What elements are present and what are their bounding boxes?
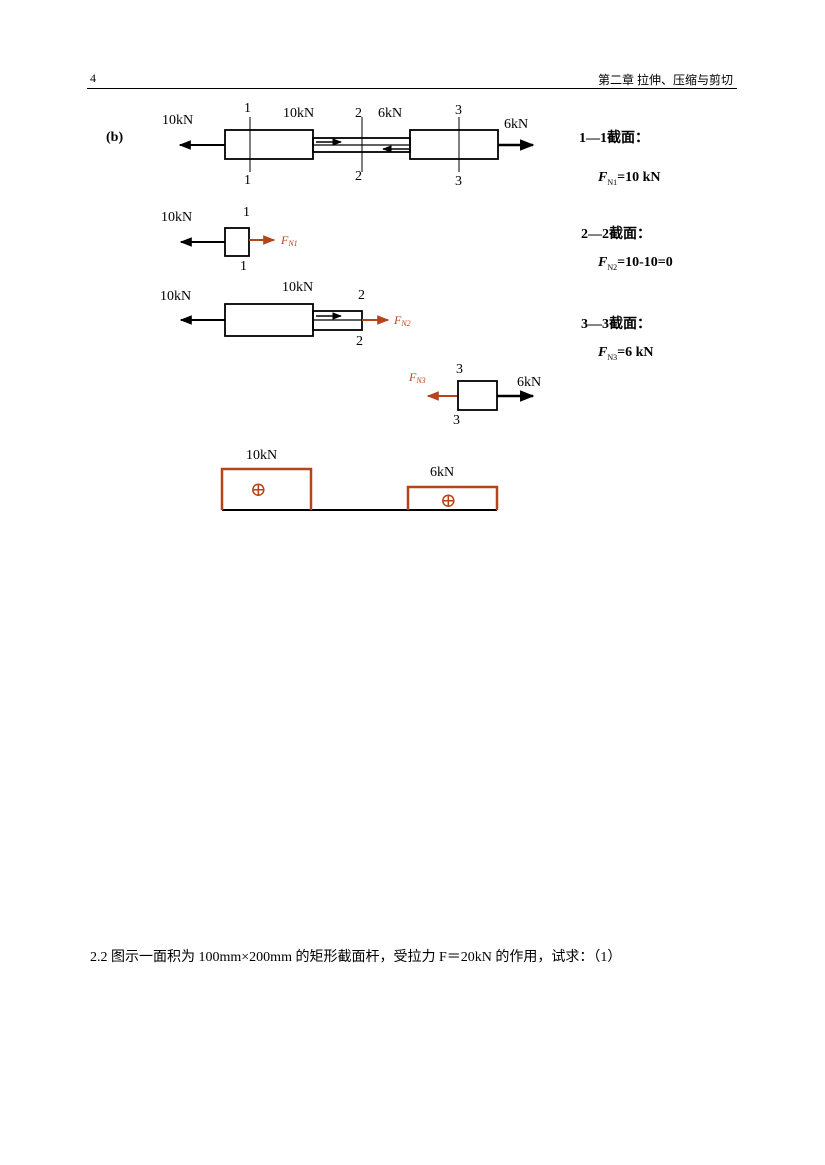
free-body-1	[179, 227, 276, 257]
section-1-bottom: 1	[244, 173, 251, 188]
part-label: (b)	[106, 130, 123, 145]
diagram-block-left	[220, 467, 313, 510]
fbd2-block-large	[224, 303, 314, 337]
axial-force-diagram	[220, 467, 499, 511]
label-6kN-inner: 6kN	[378, 106, 402, 121]
fbd1-section-bottom: 1	[240, 259, 247, 274]
question-text: 2.2 图示一面积为 100mm×200mm 的矩形截面杆，受拉力 F＝20kN…	[90, 950, 622, 965]
section-3-bottom: 3	[455, 174, 462, 189]
answer-2-title: 2—2截面：	[581, 227, 651, 242]
bar-segment-right	[409, 129, 499, 160]
fbd3-section-bottom: 3	[453, 413, 460, 428]
plus-sign-icon: ⊕	[250, 479, 267, 501]
answer-3-formula: FN3=6 kN	[598, 345, 654, 362]
page-number: 4	[90, 71, 96, 85]
bar-segment-left	[224, 129, 314, 160]
answer-1-title: 1—1截面：	[579, 131, 649, 146]
label-6kN-right: 6kN	[504, 117, 528, 132]
fbd3-block	[457, 380, 498, 411]
fbd2-section-bottom: 2	[356, 334, 363, 349]
fbd1-force-label: FN1	[280, 233, 298, 248]
fbd3-force-label: FN3	[408, 370, 426, 385]
fbd3-load-label: 6kN	[517, 375, 541, 390]
fbd2-load-left-label: 10kN	[160, 289, 191, 304]
plus-sign-icon: ⊕	[440, 490, 457, 512]
fbd3-section-top: 3	[456, 362, 463, 377]
fbd1-load-label: 10kN	[161, 210, 192, 225]
free-body-2	[179, 303, 390, 337]
free-body-3	[426, 380, 535, 411]
fbd2-section-top: 2	[358, 288, 365, 303]
label-10kN-inner: 10kN	[283, 106, 314, 121]
diagram-block-right	[406, 485, 499, 510]
section-2-top: 2	[355, 106, 362, 121]
diagram-label-10kN: 10kN	[246, 448, 277, 463]
label-10kN-left: 10kN	[162, 113, 193, 128]
answer-1-formula: FN1=10 kN	[598, 170, 661, 187]
chapter-title: 第二章 拉伸、压缩与剪切	[597, 73, 733, 87]
answer-3-title: 3—3截面：	[581, 317, 651, 332]
page-header: 4 第二章 拉伸、压缩与剪切	[87, 70, 737, 89]
answer-2-formula: FN2=10-10=0	[598, 255, 673, 272]
fbd2-force-label: FN2	[393, 313, 411, 328]
diagram-label-6kN: 6kN	[430, 465, 454, 480]
section-1-top: 1	[244, 101, 251, 116]
fbd1-section-top: 1	[243, 205, 250, 220]
section-2-bottom: 2	[355, 169, 362, 184]
main-bar	[178, 117, 535, 172]
fbd2-load-inner-label: 10kN	[282, 280, 313, 295]
fbd1-block	[224, 227, 250, 257]
section-3-top: 3	[455, 103, 462, 118]
